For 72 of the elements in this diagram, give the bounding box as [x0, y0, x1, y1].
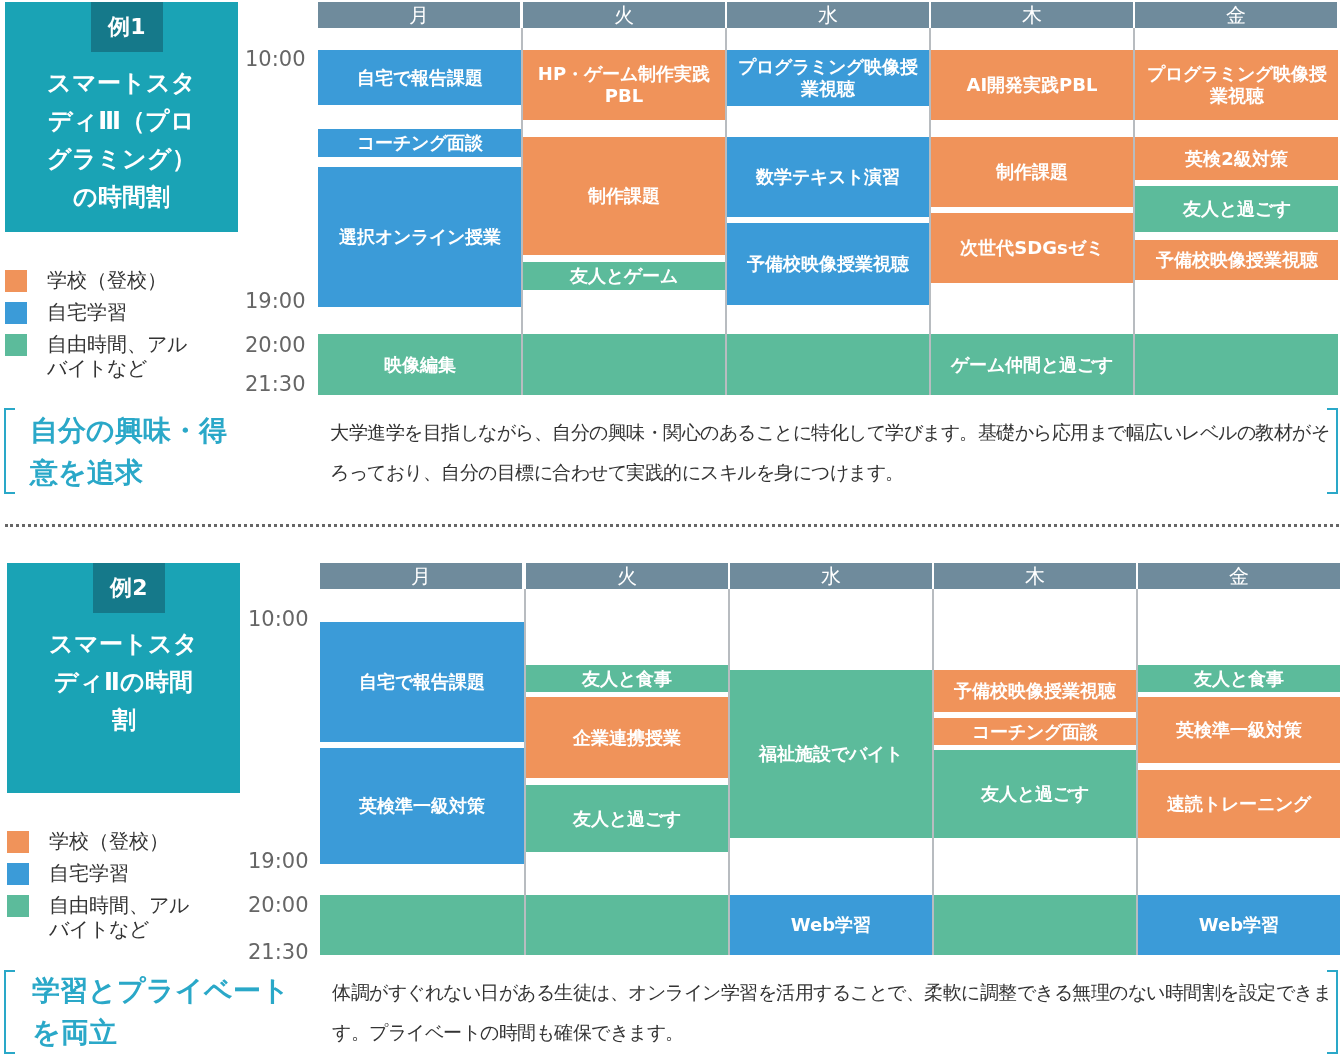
schedule-block: 企業連携授業	[526, 697, 728, 778]
day-header: 水	[727, 2, 929, 28]
legend-label: 学校（登校）	[49, 829, 170, 853]
day-header: 火	[526, 563, 728, 589]
day-header: 木	[931, 2, 1133, 28]
time-label: 20:00	[245, 333, 306, 357]
schedule-block: 制作課題	[523, 137, 725, 255]
day-header: 木	[934, 563, 1136, 589]
schedule-block: 予備校映像授業視聴	[1135, 240, 1338, 280]
legend-label: 学校（登校）	[47, 268, 168, 292]
schedule-block: プログラミング映像授業視聴	[1135, 50, 1338, 120]
day-header: 月	[320, 563, 522, 589]
legend-label: 自宅学習	[49, 861, 130, 885]
schedule-block	[1135, 334, 1338, 395]
schedule-block: 英検準一級対策	[320, 748, 524, 864]
schedule-block: 予備校映像授業視聴	[727, 223, 929, 305]
schedule-block: AI開発実践PBL	[931, 50, 1133, 120]
day-header: 月	[318, 2, 520, 28]
schedule-block: 福祉施設でバイト	[730, 670, 932, 838]
schedule-block: 友人とゲーム	[523, 262, 725, 290]
example-tab: 例2	[93, 563, 165, 613]
schedule-block: HP・ゲーム制作実践PBL	[523, 50, 725, 120]
schedule-block: 友人と食事	[1138, 665, 1340, 692]
time-label: 10:00	[248, 607, 309, 631]
schedule-block	[320, 895, 524, 955]
section-heading: 自分の興味・得意を追求	[30, 413, 228, 491]
time-label: 19:00	[245, 289, 306, 313]
schedule-block: 友人と過ごす	[934, 750, 1136, 838]
schedule-block: 友人と過ごす	[526, 785, 728, 852]
schedule-block: 英検2級対策	[1135, 137, 1338, 180]
description-text: 大学進学を目指しながら、自分の興味・関心のあることに特化して学びます。基礎から応用まで幅広いレベルの教材がそろっており、自分の目標に合わせて実践的にスキルを身につけます。	[330, 420, 1330, 485]
schedule-block: 制作課題	[931, 137, 1133, 207]
schedule-block: ゲーム仲間と過ごす	[931, 334, 1133, 395]
title-panel	[5, 2, 238, 232]
example-tab: 例1	[91, 2, 163, 52]
schedule-block: 速読トレーニング	[1138, 770, 1340, 838]
schedule-block: プログラミング映像授業視聴	[727, 50, 929, 106]
schedule-block	[934, 895, 1136, 955]
time-label: 19:00	[248, 849, 309, 873]
title-panel	[7, 563, 240, 793]
schedule-block	[526, 895, 728, 955]
schedule-block: Web学習	[730, 895, 932, 955]
schedule-block: 数学テキスト演習	[727, 137, 929, 217]
description-text: 体調がすぐれない日がある生徒は、オンライン学習を活用することで、柔軟に調整できる無理のない時間割を設定できます。プライベートの時間も確保できます。	[332, 980, 1332, 1045]
panel-title: スマートスタディⅡの時間割	[48, 629, 199, 736]
schedule-block: 友人と食事	[526, 665, 728, 692]
time-label: 10:00	[245, 47, 306, 71]
panel-title: スマートスタディⅢ（プログラミング）の時間割	[46, 68, 197, 213]
schedule-block: 自宅で報告課題	[320, 622, 524, 742]
day-header: 金	[1135, 2, 1337, 28]
schedule-block: 英検準一級対策	[1138, 697, 1340, 763]
day-header: 金	[1138, 563, 1340, 589]
schedule-block: 映像編集	[318, 334, 521, 395]
schedule-block: Web学習	[1138, 895, 1340, 955]
schedule-block	[727, 334, 929, 395]
schedule-block: 選択オンライン授業	[318, 167, 521, 307]
section-heading: 学習とプライベートを両立	[32, 973, 291, 1051]
schedule-block: 次世代SDGsゼミ	[931, 213, 1133, 283]
legend-label: 自由時間、アルバイトなど	[47, 332, 188, 380]
schedule-block: 予備校映像授業視聴	[934, 670, 1136, 712]
schedule-block: 自宅で報告課題	[318, 50, 521, 105]
schedule-block: 友人と過ごす	[1135, 186, 1338, 232]
legend-label: 自由時間、アルバイトなど	[49, 893, 190, 941]
day-header: 水	[730, 563, 932, 589]
time-label: 21:30	[245, 372, 306, 396]
time-label: 20:00	[248, 893, 309, 917]
day-header: 火	[523, 2, 725, 28]
schedule-block: コーチング面談	[318, 129, 521, 157]
time-label: 21:30	[248, 940, 309, 964]
schedule-block	[523, 334, 725, 395]
schedule-block: コーチング面談	[934, 718, 1136, 745]
legend-label: 自宅学習	[47, 300, 128, 324]
